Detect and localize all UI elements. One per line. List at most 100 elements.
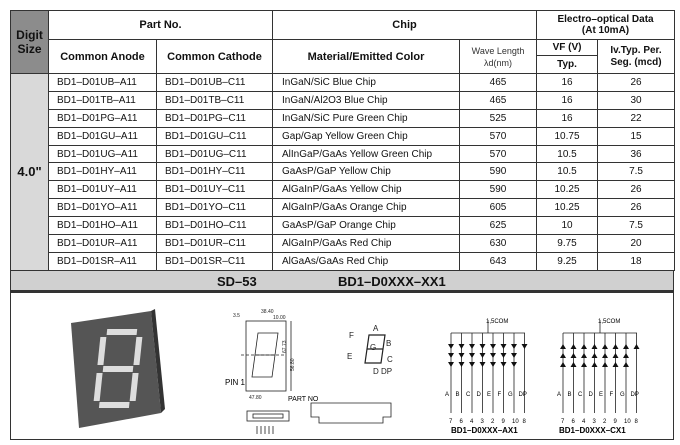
diode-icon bbox=[560, 344, 566, 349]
display-photo bbox=[71, 309, 165, 428]
anode-part: BD1–D01YO–A11 bbox=[48, 198, 157, 218]
dimension-drawing bbox=[241, 320, 392, 434]
dimension-label: 47.80 bbox=[249, 395, 262, 401]
chip-material: GaAsP/GaP Orange Chip bbox=[272, 216, 460, 236]
vf-header: VF (V) bbox=[536, 39, 599, 56]
vf-typ: 9.25 bbox=[536, 251, 599, 271]
table-row: BD1–D01SR–A11 BD1–D01SR–C11 AlGaAs/GaAs … bbox=[11, 251, 676, 271]
dimension-label: 38.40 bbox=[261, 309, 274, 315]
wave-length: 605 bbox=[458, 198, 538, 218]
diode-icon bbox=[623, 353, 629, 358]
wave-length: 465 bbox=[458, 90, 538, 110]
iv-typ: 18 bbox=[597, 251, 676, 271]
chip-material: InGaN/Al2O3 Blue Chip bbox=[272, 90, 460, 110]
wave-length: 643 bbox=[458, 251, 538, 271]
anode-circuit-label: BD1–D0XXX–AX1 bbox=[451, 426, 518, 435]
segment-label-b: B bbox=[386, 339, 391, 348]
table-row: BD1–D01HO–A11 BD1–D01HO–C11 GaAsP/GaP Or… bbox=[11, 216, 676, 236]
electro-header: Electro–optical Data(At 10mA) bbox=[536, 10, 676, 40]
segment-label: B bbox=[568, 392, 572, 398]
pin-number: 3 bbox=[481, 419, 485, 425]
table-row: BD1–D01PG–A11 BD1–D01PG–C11 InGaN/SiC Pu… bbox=[11, 108, 676, 128]
table-row: BD1–D01HY–A11 BD1–D01HY–C11 GaAsP/GaP Ye… bbox=[11, 162, 676, 182]
digit-size-header: Digit Size bbox=[10, 10, 49, 74]
spec-table: Digit Size Part No. Chip Electro–optical… bbox=[10, 10, 676, 271]
segment-label: E bbox=[599, 392, 603, 398]
vf-typ: 16 bbox=[536, 90, 599, 110]
chip-material: GaAsP/GaP Yellow Chip bbox=[272, 162, 460, 182]
digit-size-value: 4.0" bbox=[10, 73, 49, 271]
pin-number: 6 bbox=[572, 419, 576, 425]
diode-icon bbox=[581, 362, 587, 367]
chip-material: InGaN/SiC Blue Chip bbox=[272, 73, 460, 92]
diode-icon bbox=[448, 362, 454, 367]
vf-typ: 16 bbox=[536, 108, 599, 128]
diode-icon bbox=[570, 362, 577, 367]
wave-length: 570 bbox=[458, 126, 538, 146]
diode-icon bbox=[500, 344, 507, 349]
segment-label-d: D bbox=[373, 367, 379, 376]
diode-icon bbox=[602, 344, 608, 349]
iv-header: Iv.Typ. Per.Seg. (mcd) bbox=[597, 39, 676, 74]
chip-header: Chip bbox=[271, 10, 538, 40]
anode-part: BD1–D01HO–A11 bbox=[48, 216, 157, 236]
diode-icon bbox=[623, 344, 629, 349]
chip-material: AlGaAs/GaAs Red Chip bbox=[272, 251, 460, 271]
wave-length: 590 bbox=[458, 180, 538, 200]
table-row: BD1–D01TB–A11 BD1–D01TB–C11 InGaN/Al2O3 … bbox=[11, 90, 676, 110]
iv-typ: 36 bbox=[597, 144, 676, 164]
cathode-part: BD1–D01YO–C11 bbox=[156, 198, 273, 218]
vf-typ: 10.5 bbox=[536, 144, 599, 164]
diode-icon bbox=[490, 362, 496, 367]
diode-icon bbox=[469, 353, 475, 358]
iv-typ: 20 bbox=[597, 234, 676, 253]
dimension-label: 10.00 bbox=[273, 315, 286, 321]
diode-icon bbox=[570, 353, 577, 358]
part-no-header: Part No. bbox=[48, 10, 273, 40]
vf-typ: 10 bbox=[536, 216, 599, 236]
segment-label-f: F bbox=[349, 331, 354, 340]
diode-icon bbox=[469, 344, 475, 349]
segment-label: DP bbox=[631, 392, 639, 398]
wave-length: 630 bbox=[458, 234, 538, 253]
segment-label: B bbox=[456, 392, 460, 398]
segment-label: A bbox=[557, 392, 561, 398]
chip-material: AlGaInP/GaAs Orange Chip bbox=[272, 198, 460, 218]
dimension-label: 3.5 bbox=[233, 313, 240, 319]
diode-icon bbox=[591, 362, 598, 367]
model-band: SD–53 BD1–D0XXX–XX1 bbox=[10, 270, 674, 291]
cathode-part: BD1–D01UG–C11 bbox=[156, 144, 273, 164]
iv-title: Iv.Typ. Per. bbox=[610, 44, 662, 56]
chip-material: InGaN/SiC Pure Green Chip bbox=[272, 108, 460, 128]
diode-icon bbox=[521, 344, 528, 349]
iv-typ: 30 bbox=[597, 90, 676, 110]
cathode-part: BD1–D01HY–C11 bbox=[156, 162, 273, 182]
segment-label: D bbox=[477, 392, 482, 398]
diode-icon bbox=[479, 353, 486, 358]
package-code: SD–53 bbox=[217, 274, 257, 289]
anode-part: BD1–D01SR–A11 bbox=[48, 251, 157, 271]
table-row: BD1–D01GU–A11 BD1–D01GU–C11 Gap/Gap Yell… bbox=[11, 126, 676, 146]
wave-length: 465 bbox=[458, 73, 538, 92]
vf-typ: 10.25 bbox=[536, 198, 599, 218]
diode-icon bbox=[448, 344, 454, 349]
chip-material: AlInGaP/GaAs Yellow Green Chip bbox=[272, 144, 460, 164]
vf-typ: 16 bbox=[536, 73, 599, 92]
wave-length: 570 bbox=[458, 144, 538, 164]
vf-typ: 10.5 bbox=[536, 162, 599, 182]
wave-title: Wave Length bbox=[471, 45, 525, 56]
common-cathode-header: Common Cathode bbox=[156, 39, 273, 74]
cathode-part: BD1–D01GU–C11 bbox=[156, 126, 273, 146]
pin-number: 9 bbox=[502, 419, 506, 425]
diode-icon bbox=[469, 362, 475, 367]
diode-icon bbox=[581, 344, 587, 349]
wave-unit: λd(nm) bbox=[484, 57, 513, 68]
material-header: Material/Emitted Color bbox=[272, 39, 460, 74]
segment-label: A bbox=[445, 392, 449, 398]
table-row: BD1–D01UG–A11 BD1–D01UG–C11 AlInGaP/GaAs… bbox=[11, 144, 676, 164]
anode-part: BD1–D01PG–A11 bbox=[48, 108, 157, 128]
table-row: BD1–D01YO–A11 BD1–D01YO–C11 AlGaInP/GaAs… bbox=[11, 198, 676, 218]
